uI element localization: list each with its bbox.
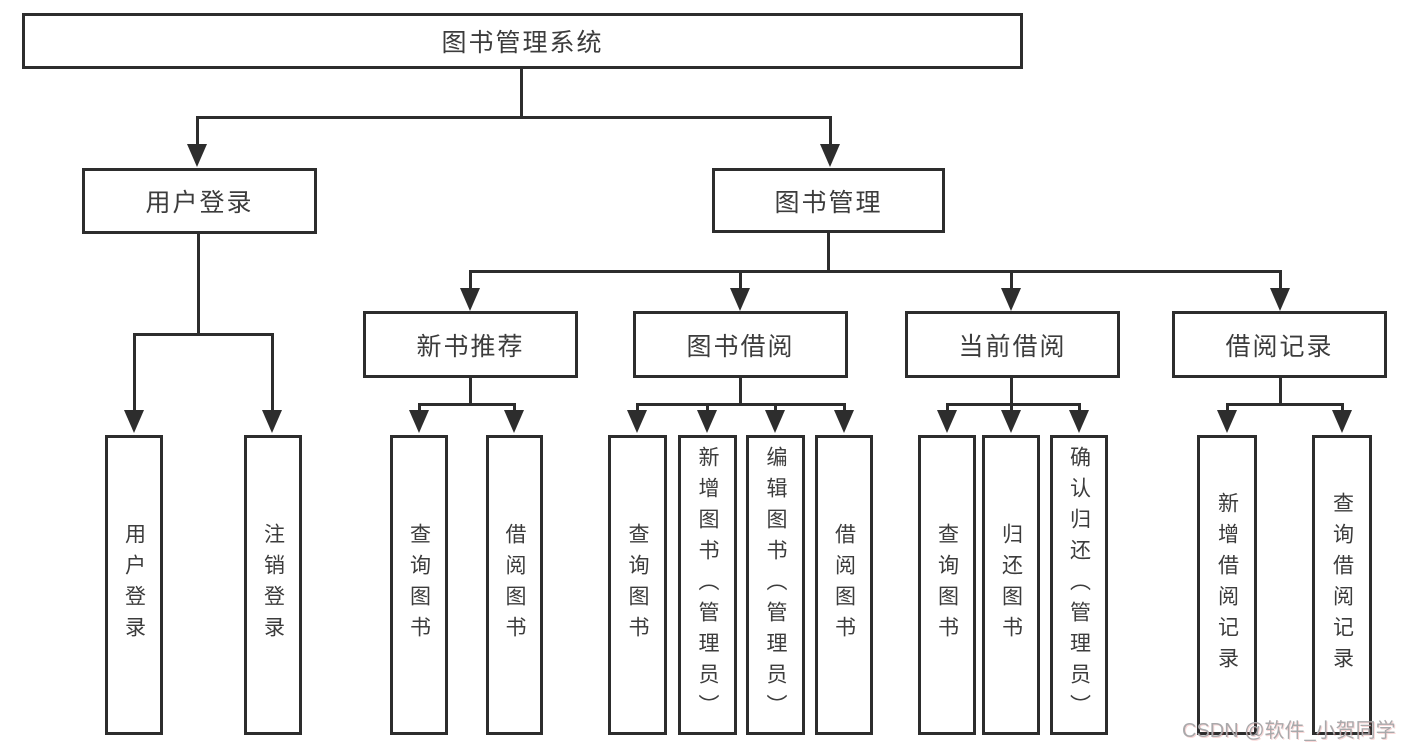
leaf-borrow-books-borrowing: 借阅图书 bbox=[815, 435, 873, 735]
node-current-borrowing-label: 当前借阅 bbox=[958, 332, 1067, 361]
node-user-login: 用户登录 bbox=[82, 168, 317, 234]
leaf-query-books-borrowing-label: 查询图书 bbox=[626, 523, 649, 647]
connector-line bbox=[469, 375, 472, 406]
node-book-borrowing: 图书借阅 bbox=[633, 311, 848, 378]
connector-line bbox=[196, 116, 199, 146]
arrowhead-down-icon bbox=[409, 410, 429, 433]
node-book-management: 图书管理 bbox=[712, 168, 945, 233]
connector-line bbox=[1226, 403, 1343, 406]
node-borrowing-records-label: 借阅记录 bbox=[1225, 332, 1334, 361]
arrowhead-down-icon bbox=[937, 410, 957, 433]
arrowhead-down-icon bbox=[834, 410, 854, 433]
leaf-return-books-label: 归还图书 bbox=[999, 523, 1023, 647]
connector-line bbox=[133, 333, 136, 412]
connector-line bbox=[196, 116, 832, 119]
leaf-query-books-current-label: 查询图书 bbox=[935, 523, 959, 647]
arrowhead-down-icon bbox=[1217, 410, 1237, 433]
arrowhead-down-icon bbox=[820, 144, 840, 167]
arrowhead-down-icon bbox=[627, 410, 647, 433]
connector-line bbox=[946, 403, 949, 415]
node-library-system-label: 图书管理系统 bbox=[441, 29, 604, 57]
node-new-book-recommend: 新书推荐 bbox=[363, 311, 578, 378]
leaf-borrow-books-borrowing-label: 借阅图书 bbox=[832, 523, 856, 647]
connector-line bbox=[843, 403, 846, 415]
leaf-query-books-borrowing: 查询图书 bbox=[608, 435, 667, 735]
arrowhead-down-icon bbox=[1270, 288, 1290, 311]
leaf-edit-book-admin: 编辑图书（管理员） bbox=[746, 435, 805, 735]
arrowhead-down-icon bbox=[187, 144, 207, 167]
arrowhead-down-icon bbox=[1001, 410, 1021, 433]
leaf-query-borrow-record: 查询借阅记录 bbox=[1312, 435, 1372, 735]
connector-line bbox=[706, 403, 709, 415]
leaf-return-books: 归还图书 bbox=[982, 435, 1040, 735]
leaf-add-borrow-record-label: 新增借阅记录 bbox=[1215, 492, 1239, 678]
connector-line bbox=[1010, 403, 1013, 415]
leaf-edit-book-admin-label: 编辑图书（管理员） bbox=[764, 445, 787, 725]
arrowhead-down-icon bbox=[730, 288, 750, 311]
connector-line bbox=[739, 270, 742, 291]
connector-line bbox=[1279, 270, 1282, 291]
leaf-user-login: 用户登录 bbox=[105, 435, 163, 735]
connector-line bbox=[636, 403, 639, 415]
arrowhead-down-icon bbox=[460, 288, 480, 311]
connector-line bbox=[1279, 375, 1282, 406]
leaf-logout: 注销登录 bbox=[244, 435, 302, 735]
leaf-add-book-admin-label: 新增图书（管理员） bbox=[696, 445, 719, 725]
connector-line bbox=[829, 116, 832, 146]
connector-line bbox=[418, 403, 516, 406]
node-new-book-recommend-label: 新书推荐 bbox=[416, 332, 525, 361]
arrowhead-down-icon bbox=[1001, 288, 1021, 311]
connector-line bbox=[513, 403, 516, 415]
node-user-login-label: 用户登录 bbox=[145, 189, 254, 217]
connector-line bbox=[1010, 375, 1013, 406]
node-book-borrowing-label: 图书借阅 bbox=[686, 332, 795, 361]
arrowhead-down-icon bbox=[1332, 410, 1352, 433]
connector-line bbox=[1010, 270, 1013, 291]
arrowhead-down-icon bbox=[1069, 410, 1089, 433]
watermark: CSDN @软件_小贺同学 bbox=[1182, 720, 1396, 742]
leaf-borrow-books-recommend: 借阅图书 bbox=[486, 435, 543, 735]
leaf-add-borrow-record: 新增借阅记录 bbox=[1197, 435, 1257, 735]
leaf-query-books-recommend-label: 查询图书 bbox=[407, 523, 431, 647]
connector-line bbox=[946, 403, 1080, 406]
connector-line bbox=[520, 66, 523, 118]
connector-line bbox=[469, 270, 472, 291]
node-library-system: 图书管理系统 bbox=[22, 13, 1023, 69]
leaf-logout-label: 注销登录 bbox=[261, 523, 285, 647]
connector-line bbox=[1078, 403, 1081, 415]
node-current-borrowing: 当前借阅 bbox=[905, 311, 1120, 378]
leaf-borrow-books-recommend-label: 借阅图书 bbox=[503, 523, 526, 647]
connector-line bbox=[636, 403, 845, 406]
leaf-query-borrow-record-label: 查询借阅记录 bbox=[1330, 492, 1354, 678]
connector-line bbox=[1226, 403, 1229, 415]
arrowhead-down-icon bbox=[262, 410, 282, 433]
connector-line bbox=[1341, 403, 1344, 415]
connector-line bbox=[827, 230, 830, 273]
arrowhead-down-icon bbox=[504, 410, 524, 433]
leaf-query-books-current: 查询图书 bbox=[918, 435, 976, 735]
leaf-add-book-admin: 新增图书（管理员） bbox=[678, 435, 737, 735]
leaf-user-login-label: 用户登录 bbox=[122, 523, 146, 647]
arrowhead-down-icon bbox=[697, 410, 717, 433]
leaf-confirm-return-admin: 确认归还（管理员） bbox=[1050, 435, 1108, 735]
leaf-confirm-return-admin-label: 确认归还（管理员） bbox=[1067, 445, 1091, 725]
connector-line bbox=[418, 403, 421, 415]
leaf-query-books-recommend: 查询图书 bbox=[390, 435, 448, 735]
connector-line bbox=[197, 231, 200, 336]
node-borrowing-records: 借阅记录 bbox=[1172, 311, 1387, 378]
node-book-management-label: 图书管理 bbox=[774, 188, 883, 217]
connector-line bbox=[774, 403, 777, 415]
connector-line bbox=[133, 333, 274, 336]
arrowhead-down-icon bbox=[765, 410, 785, 433]
connector-line bbox=[739, 375, 742, 406]
connector-line bbox=[271, 333, 274, 412]
connector-line bbox=[469, 270, 1282, 273]
arrowhead-down-icon bbox=[124, 410, 144, 433]
